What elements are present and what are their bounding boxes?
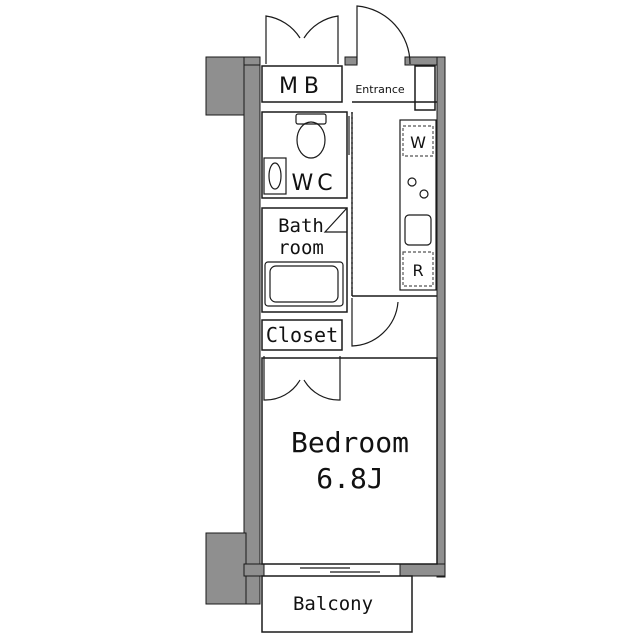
bedroom-label: Bedroom (291, 426, 409, 459)
balcony-area (261, 575, 413, 633)
closet-door-right (303, 356, 341, 401)
bathtub (264, 261, 344, 307)
fridge-space (402, 251, 434, 287)
bottom-wall-right (399, 563, 446, 577)
left-column-bottom (205, 532, 247, 605)
entrance-door (356, 5, 411, 65)
bathroom-room (261, 207, 348, 313)
bedroom-door (351, 298, 399, 347)
bath-door (323, 207, 348, 233)
wc-sink (263, 157, 287, 195)
fixtures (263, 113, 437, 307)
toilet-tank (295, 113, 327, 125)
left-wall (243, 56, 261, 605)
bedroom-room (261, 357, 438, 565)
closet-door-left (263, 356, 301, 401)
room-label: room (278, 237, 324, 259)
closet-room (261, 319, 343, 351)
stove-burner-1 (407, 177, 417, 187)
washer-label: W (410, 133, 426, 152)
fridge-label: R (412, 261, 423, 280)
doors (263, 5, 411, 573)
exterior-walls (205, 56, 446, 605)
wc-room (261, 111, 348, 199)
mb-door-right (303, 15, 339, 64)
top-wall-left (243, 56, 261, 66)
stove-burner-2 (419, 189, 429, 199)
balcony-label: Balcony (293, 593, 373, 615)
entrance-label: Entrance (355, 83, 405, 96)
toilet-bowl (296, 121, 326, 159)
bedroom-size-label: 6.8J (316, 462, 383, 495)
mb-box (261, 65, 343, 103)
mb-label: MB (279, 74, 325, 99)
kitchen-counter (399, 119, 437, 291)
wc-label: WC (291, 171, 336, 196)
bath-label: Bath (278, 215, 324, 237)
top-wall-mid (344, 56, 358, 66)
left-column-top (205, 56, 247, 116)
shoe-cabinet (414, 65, 436, 111)
appliance-spaces (351, 114, 434, 290)
closet-label: Closet (266, 323, 338, 347)
bathtub-inner (269, 265, 339, 303)
mb-door-left (265, 15, 301, 64)
right-wall (436, 56, 446, 578)
bottom-wall-left (243, 563, 265, 577)
washer-space (402, 125, 434, 157)
wc-sink-bowl (268, 162, 282, 190)
kitchen-sink (404, 214, 432, 246)
